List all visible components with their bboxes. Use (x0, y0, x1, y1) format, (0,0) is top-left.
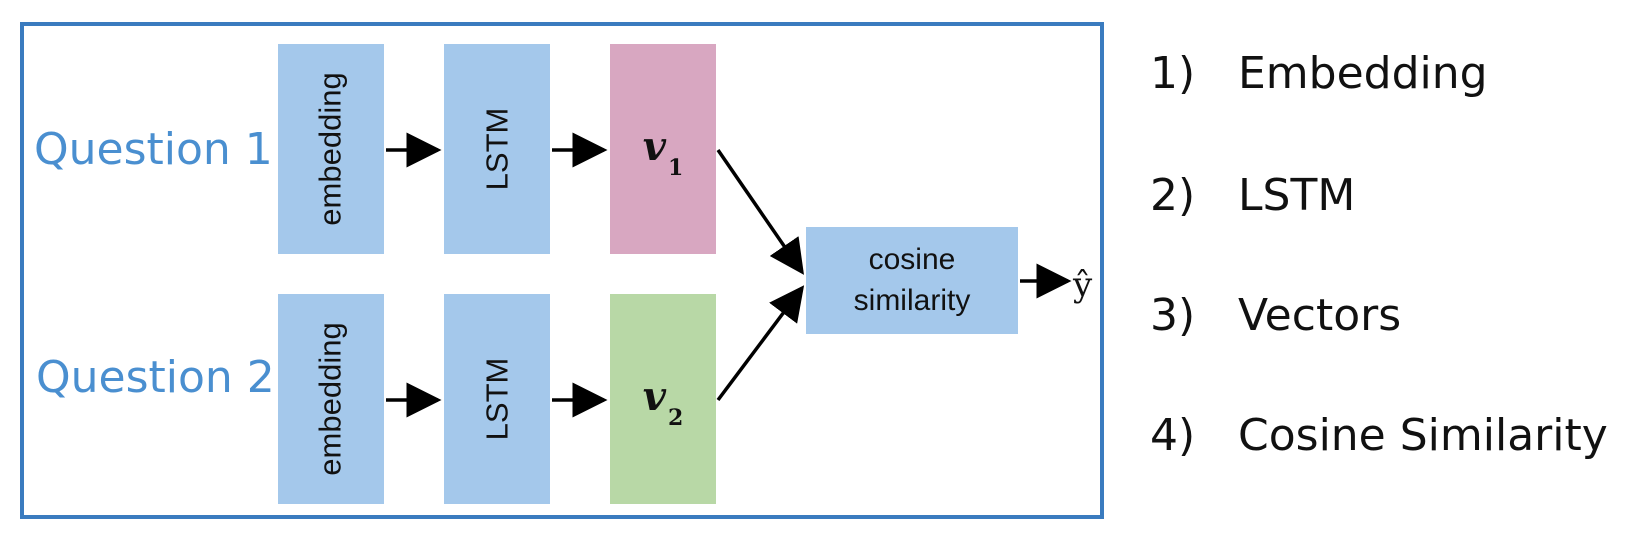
lstm-block-2: LSTM (444, 294, 550, 504)
vector-v2-block: v2 (610, 294, 716, 504)
step-4-label: Cosine Similarity (1238, 410, 1608, 461)
vector-v1-label: v1 (642, 123, 684, 181)
step-1-label: Embedding (1238, 48, 1488, 99)
embedding-block-2: embedding (278, 294, 384, 504)
step-2: 2)LSTM (1150, 174, 1355, 218)
question-1-label: Question 1 (34, 124, 273, 175)
step-3-number: 3) (1150, 290, 1196, 341)
step-2-number: 2) (1150, 170, 1196, 221)
cosine-similarity-block: cosine similarity (806, 227, 1018, 334)
vector-v2-label: v2 (642, 373, 684, 431)
step-1: 1)Embedding (1150, 52, 1488, 96)
vector-v1-block: v1 (610, 44, 716, 254)
lstm-block-1: LSTM (444, 44, 550, 254)
step-3-label: Vectors (1238, 290, 1402, 341)
embedding-block-1: embedding (278, 44, 384, 254)
arrow-v2-cosine (716, 285, 805, 402)
step-2-label: LSTM (1238, 170, 1356, 221)
cosine-similarity-label: cosine similarity (853, 243, 971, 317)
step-4: 4)Cosine Similarity (1150, 414, 1608, 458)
step-3: 3)Vectors (1150, 294, 1401, 338)
question-2-label: Question 2 (36, 352, 275, 403)
output-yhat-label: ŷ (1073, 265, 1093, 305)
arrow-v1-cosine (716, 149, 804, 275)
step-1-number: 1) (1150, 48, 1196, 99)
step-4-number: 4) (1150, 410, 1196, 461)
diagram-frame (20, 22, 1104, 519)
